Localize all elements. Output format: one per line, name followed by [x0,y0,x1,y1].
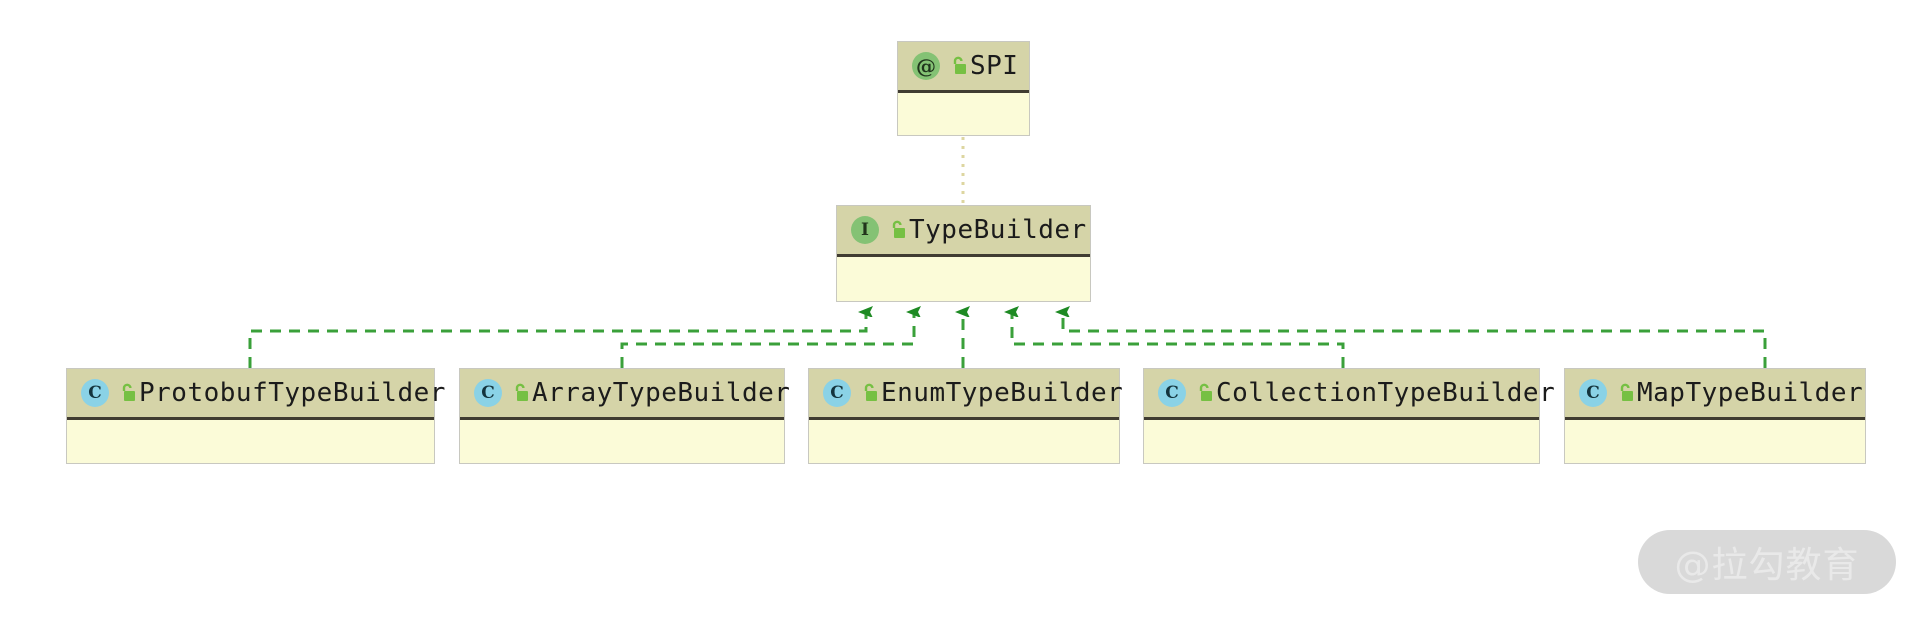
uml-node-map-type-builder-title: MapTypeBuilder [1637,378,1864,408]
unlock-icon [948,55,970,77]
uml-node-collection-type-builder-members [1144,420,1539,462]
edge-array-typebuilder [620,312,914,368]
uml-node-protobuf-type-builder[interactable]: C ProtobufTypeBuilder [66,368,445,464]
uml-node-spi-members [898,93,1029,134]
class-icon: C [823,379,851,407]
uml-node-map-type-builder-members [1565,420,1865,462]
uml-node-type-builder-title: TypeBuilder [909,215,1087,245]
uml-node-type-builder[interactable]: I TypeBuilder [836,205,1091,302]
uml-node-array-type-builder[interactable]: C ArrayTypeBuilder [459,368,790,464]
uml-node-spi[interactable]: @ SPI [897,41,1030,136]
uml-node-array-type-builder-header: C ArrayTypeBuilder [460,369,790,420]
uml-node-map-type-builder[interactable]: C MapTypeBuilder [1564,368,1866,464]
class-icon: C [81,379,109,407]
unlock-icon [859,382,881,404]
uml-node-enum-type-builder-header: C EnumTypeBuilder [809,369,1123,420]
uml-node-collection-type-builder-title: CollectionTypeBuilder [1216,378,1556,408]
uml-node-protobuf-type-builder-header: C ProtobufTypeBuilder [67,369,445,420]
edge-map-typebuilder [1063,312,1767,368]
uml-node-protobuf-type-builder-title: ProtobufTypeBuilder [139,378,446,408]
unlock-icon [887,219,909,241]
uml-node-type-builder-header: I TypeBuilder [837,206,1090,257]
unlock-icon [510,382,532,404]
uml-node-enum-type-builder-title: EnumTypeBuilder [881,378,1124,408]
uml-node-array-type-builder-title: ArrayTypeBuilder [532,378,791,408]
watermark: @拉勾教育 [1638,530,1896,594]
annotation-icon: @ [912,52,940,80]
uml-node-collection-type-builder[interactable]: C CollectionTypeBuilder [1143,368,1555,464]
unlock-icon [1615,382,1637,404]
unlock-icon [117,382,139,404]
uml-node-type-builder-members [837,257,1090,300]
uml-node-spi-header: @ SPI [898,42,1029,93]
class-icon: C [474,379,502,407]
uml-node-map-type-builder-header: C MapTypeBuilder [1565,369,1865,420]
class-icon: C [1158,379,1186,407]
interface-icon: I [851,216,879,244]
uml-node-enum-type-builder-members [809,420,1119,462]
uml-node-protobuf-type-builder-members [67,420,434,462]
uml-node-collection-type-builder-header: C CollectionTypeBuilder [1144,369,1555,420]
uml-node-array-type-builder-members [460,420,784,462]
edge-collection-typebuilder [1012,312,1345,368]
edge-protobuf-typebuilder [248,312,866,368]
class-icon: C [1579,379,1607,407]
uml-node-spi-title: SPI [970,51,1019,81]
unlock-icon [1194,382,1216,404]
uml-node-enum-type-builder[interactable]: C EnumTypeBuilder [808,368,1123,464]
